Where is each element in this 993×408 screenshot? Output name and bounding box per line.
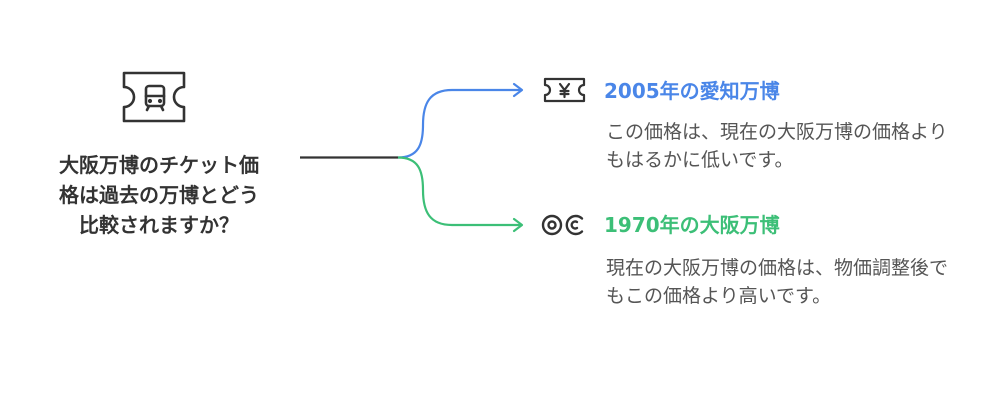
question-node: 大阪万博のチケット価 格は過去の万博とどう 比較されますか？	[28, 150, 290, 240]
branch-description-1: この価格は、現在の大阪万博の価格よりもはるかに低いです。	[606, 121, 948, 171]
yen-ticket-icon	[543, 77, 586, 103]
branch-arrow-2	[512, 217, 524, 233]
ticket-icon	[122, 71, 186, 123]
circle-c-icon	[541, 214, 584, 236]
branch-connector-1	[397, 88, 522, 159]
branch-title-2: 1970年の大阪万博	[604, 213, 780, 237]
branch-connector-2	[397, 156, 522, 227]
question-line-3: 比較されますか？	[79, 213, 239, 237]
branch-arrow-1	[512, 82, 524, 98]
branch-title-1: 2005年の愛知万博	[604, 79, 780, 103]
branch-description-2: 現在の大阪万博の価格は、物価調整後でもこの価格より高いです。	[606, 257, 949, 307]
question-line-2: 格は過去の万博とどう	[59, 183, 259, 207]
question-line-1: 大阪万博のチケット価	[59, 153, 259, 177]
